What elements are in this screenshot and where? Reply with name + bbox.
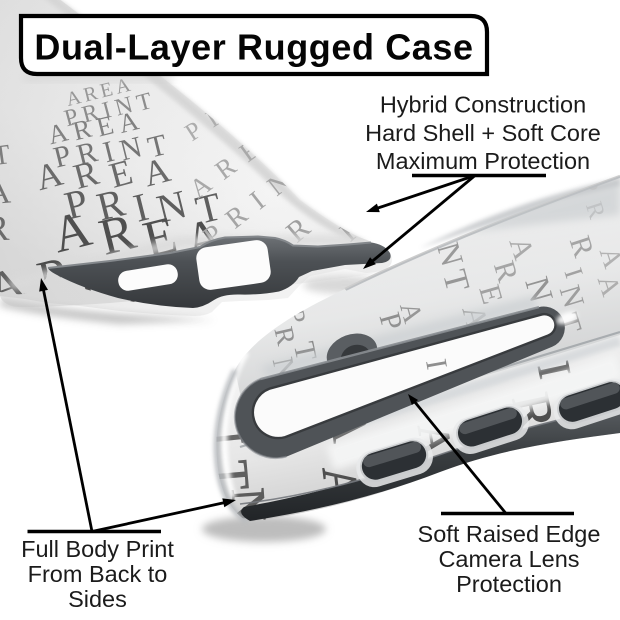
svg-text:A: A [0, 173, 22, 212]
svg-text:Camera Lens: Camera Lens [438, 546, 579, 572]
svg-text:T: T [0, 138, 21, 172]
svg-text:Full Body Print: Full Body Print [21, 536, 174, 562]
svg-text:Dual-Layer Rugged Case: Dual-Layer Rugged Case [34, 27, 473, 68]
svg-text:Soft Raised Edge: Soft Raised Edge [418, 521, 601, 547]
svg-text:Hybrid Construction: Hybrid Construction [380, 92, 586, 118]
svg-text:Sides: Sides [68, 586, 127, 612]
svg-text:From Back to: From Back to [28, 561, 168, 587]
svg-text:Hard Shell + Soft Core: Hard Shell + Soft Core [365, 120, 601, 146]
svg-text:R: R [268, 324, 303, 357]
svg-text:R: R [0, 207, 21, 248]
svg-text:Protection: Protection [456, 571, 562, 597]
svg-text:Maximum Protection: Maximum Protection [376, 148, 590, 174]
